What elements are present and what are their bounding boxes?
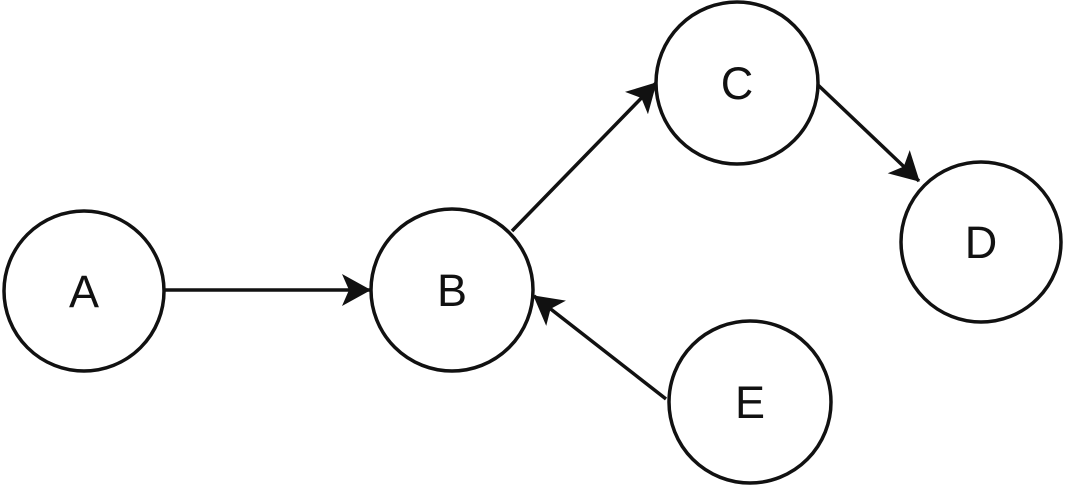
node-A-circle	[2, 209, 166, 373]
node-C: C	[654, 0, 820, 166]
node-D: D	[899, 160, 1063, 324]
node-A-label: A	[69, 266, 99, 317]
edge-C-D	[816, 83, 921, 183]
node-C-circle	[654, 0, 820, 166]
edge-E-B	[532, 294, 668, 401]
node-B-circle	[369, 207, 535, 373]
node-A: A	[2, 209, 166, 373]
node-D-circle	[899, 160, 1063, 324]
node-E-circle	[667, 319, 833, 485]
node-C-label: C	[721, 58, 754, 109]
node-E-label: E	[735, 377, 765, 428]
edge-B-C	[510, 81, 658, 233]
node-B-label: B	[437, 265, 467, 316]
node-B: B	[369, 207, 535, 373]
node-E: E	[667, 319, 833, 485]
node-D-label: D	[965, 217, 998, 268]
